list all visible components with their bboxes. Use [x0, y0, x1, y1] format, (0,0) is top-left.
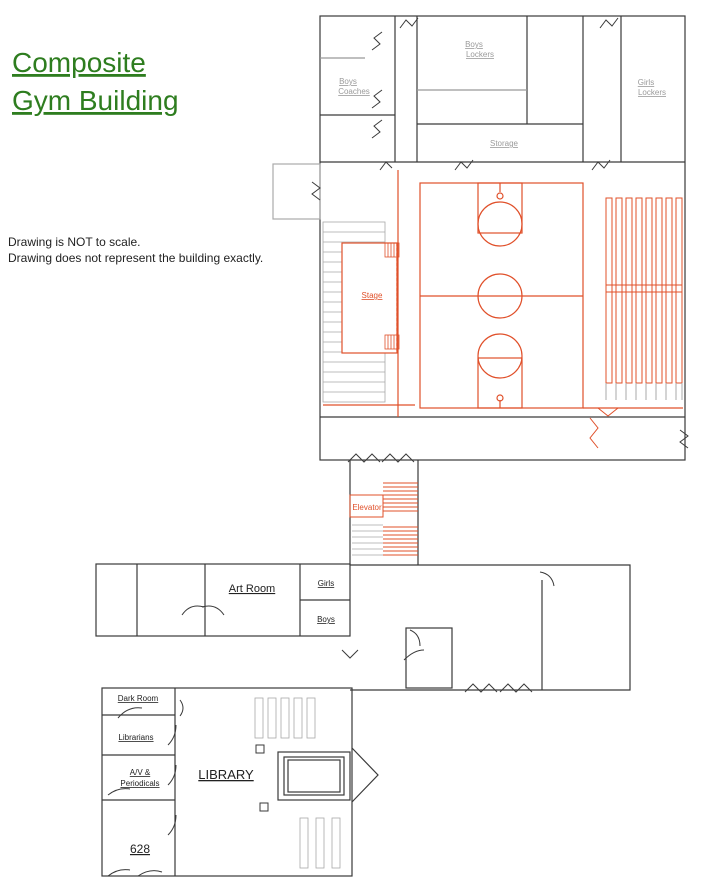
title-line-1: Composite: [12, 47, 146, 78]
library-shelves: [254, 697, 341, 869]
bleachers-right-gray: [605, 383, 683, 400]
middle-doors: [181, 571, 555, 693]
basketball-court: [323, 170, 683, 417]
label-boys-lockers-2: Lockers: [466, 50, 494, 59]
library-labels: Dark Room Librarians A/V & Periodicals L…: [118, 694, 254, 856]
bleachers-right-orange: [605, 197, 683, 384]
stage-steps-bottom: [384, 334, 400, 350]
label-628: 628: [130, 842, 150, 856]
label-art-room: Art Room: [229, 583, 275, 595]
court-side-door: [589, 417, 599, 449]
label-av-2: Periodicals: [120, 779, 159, 788]
elevator: [349, 482, 418, 556]
label-boys-lockers-1: Boys: [465, 40, 483, 49]
library-wing: [101, 687, 379, 877]
label-boys-coaches-1: Boys: [339, 77, 357, 86]
court-corridor-door: [597, 407, 619, 417]
label-girls-lockers-2: Lockers: [638, 88, 666, 97]
label-av-1: A/V &: [130, 768, 151, 777]
stage-steps-top: [384, 242, 400, 258]
label-dark-room: Dark Room: [118, 694, 159, 703]
label-elevator: Elevator: [352, 503, 382, 512]
middle-building: [95, 563, 631, 691]
accuracy-note: Drawing does not represent the building …: [8, 251, 263, 265]
elevator-stairs-gray: [352, 524, 383, 556]
label-girls-lockers-1: Girls: [638, 78, 654, 87]
gym-room-labels: Boys Coaches Boys Lockers Girls Lockers …: [338, 40, 666, 148]
label-boys: Boys: [317, 615, 335, 624]
gym-building: [272, 15, 686, 461]
label-library: LIBRARY: [198, 767, 254, 782]
library-columns: [255, 744, 269, 812]
label-boys-coaches-2: Coaches: [338, 87, 370, 96]
label-stage: Stage: [362, 291, 383, 300]
label-girls: Girls: [318, 579, 334, 588]
stage-area: [341, 242, 400, 354]
title-line-2: Gym Building: [12, 85, 179, 116]
label-storage: Storage: [490, 139, 519, 148]
library-doors: [107, 699, 184, 877]
gym-doors: [311, 17, 689, 463]
label-librarians: Librarians: [118, 733, 153, 742]
scale-note: Drawing is NOT to scale.: [8, 235, 141, 249]
bleachers-right: [605, 197, 683, 400]
